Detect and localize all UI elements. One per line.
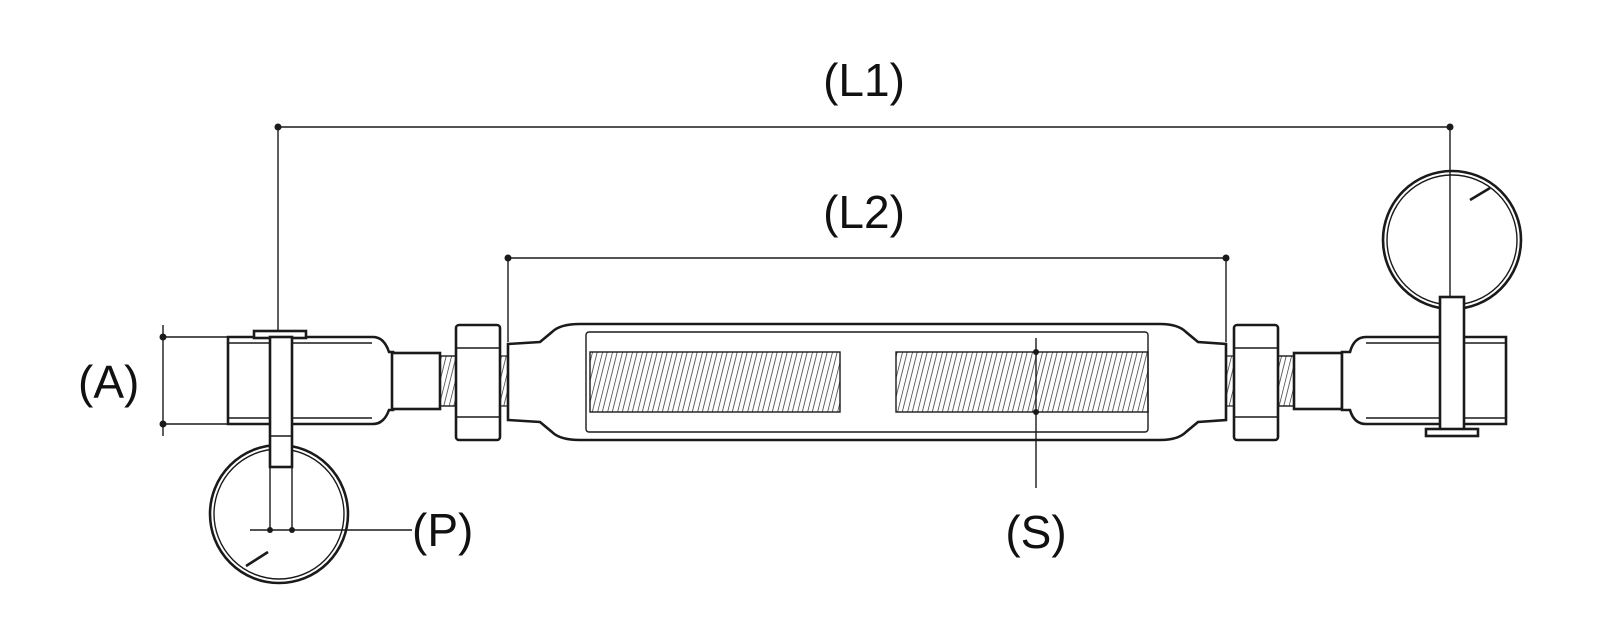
turnbuckle-body <box>506 322 1228 442</box>
label-l1: (L1) <box>823 54 905 106</box>
left-lock-nut <box>454 323 509 442</box>
left-thread <box>589 351 841 413</box>
label-s: (S) <box>1005 506 1066 558</box>
dimension-s: (S) <box>1005 338 1067 558</box>
dimension-l2: (L2) <box>504 186 1230 342</box>
dimension-p: (P) <box>250 460 473 556</box>
dimension-a: (A) <box>78 325 233 436</box>
left-jaw <box>208 329 457 585</box>
dimension-l1: (L1) <box>274 54 1454 338</box>
label-l2: (L2) <box>823 186 905 238</box>
right-lock-nut <box>1225 323 1280 442</box>
label-p: (P) <box>412 504 473 556</box>
label-a: (A) <box>78 356 139 408</box>
right-thread <box>895 351 1149 413</box>
right-jaw <box>1277 169 1523 438</box>
